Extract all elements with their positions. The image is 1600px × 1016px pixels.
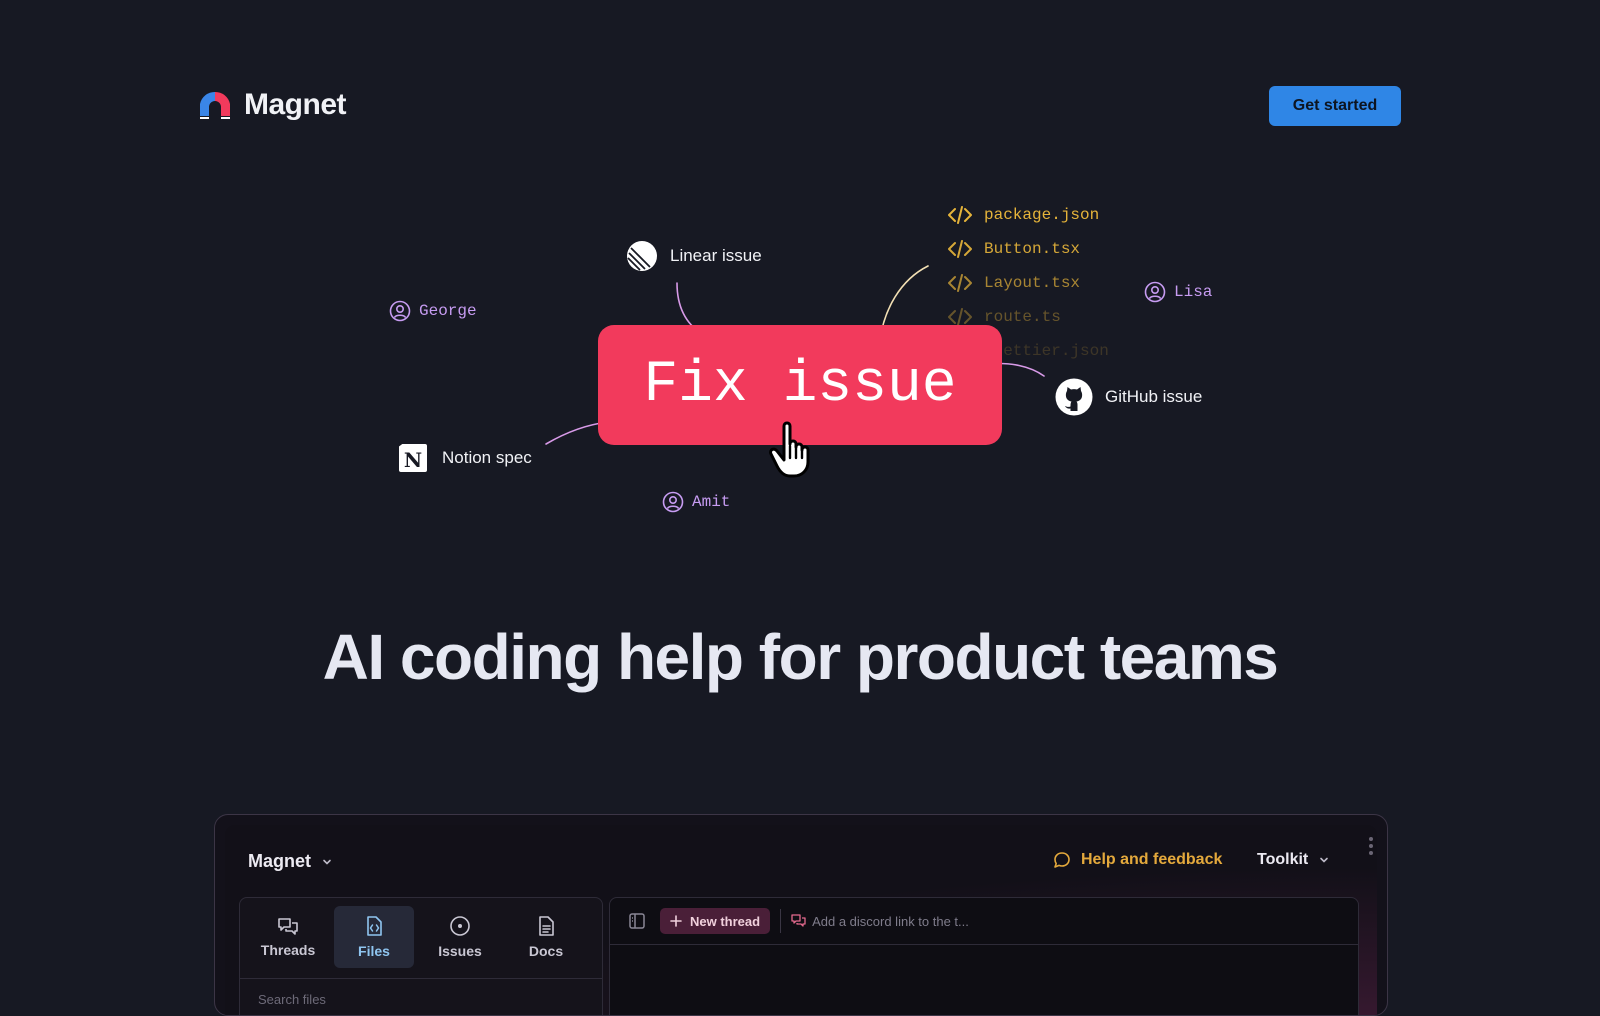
file-item: Button.tsx (948, 232, 1109, 266)
source-label: GitHub issue (1105, 387, 1203, 406)
user-circle-icon (662, 491, 684, 513)
new-thread-label: New thread (690, 913, 761, 929)
discord-link-input[interactable]: Add a discord link to the t... (791, 914, 969, 929)
file-name: Layout.tsx (984, 274, 1081, 292)
sidebar-tabs: Threads Files Issues Docs (240, 898, 602, 968)
code-brackets-icon (948, 206, 972, 224)
thread-toolbar: New thread Add a discord link to the t..… (610, 898, 1358, 945)
sidebar-panel: Threads Files Issues Docs Search files (239, 897, 603, 1015)
tab-issues[interactable]: Issues (420, 906, 500, 968)
app-preview: Magnet Help and feedback Toolkit Threads… (214, 814, 1388, 1016)
user-circle-icon (1144, 281, 1166, 303)
tab-label: Issues (438, 943, 482, 959)
workspace-name: Magnet (248, 851, 311, 871)
file-list: package.json Button.tsx Layout.tsx route… (948, 198, 1109, 368)
source-label: Notion spec (442, 448, 532, 467)
notion-logo-icon: N (397, 442, 429, 474)
fix-issue-button[interactable]: Fix issue (598, 325, 1002, 445)
chevron-down-icon (1320, 857, 1329, 863)
chat-bubbles-icon (791, 914, 806, 927)
thread-panel: New thread Add a discord link to the t..… (609, 897, 1359, 1015)
discord-placeholder: Add a discord link to the t... (812, 913, 969, 929)
source-label: Linear issue (670, 246, 762, 265)
document-icon (539, 916, 554, 936)
user-circle-icon (389, 300, 411, 322)
person-name: George (419, 302, 477, 320)
app-window: Magnet Help and feedback Toolkit Threads… (225, 825, 1377, 1015)
hero-arrows (545, 265, 1045, 445)
tab-docs[interactable]: Docs (506, 906, 586, 968)
tab-label: Docs (528, 943, 564, 959)
help-feedback-link[interactable]: Help and feedback (1053, 851, 1222, 869)
divider (240, 978, 602, 979)
file-name: package.json (984, 206, 1100, 224)
source-notion: N Notion spec (396, 441, 532, 475)
get-started-button[interactable]: Get started (1269, 86, 1401, 126)
file-code-icon (367, 916, 382, 936)
circle-dot-icon (450, 916, 470, 936)
svg-text:N: N (404, 448, 422, 472)
sidebar-toggle-icon[interactable] (628, 912, 646, 930)
file-item: package.json (948, 198, 1109, 232)
chevron-down-icon (323, 859, 331, 865)
chat-bubbles-icon (278, 918, 298, 935)
source-github: GitHub issue (1055, 378, 1202, 416)
help-label: Help and feedback (1081, 851, 1223, 868)
toolkit-label: Toolkit (1257, 851, 1309, 868)
tab-threads[interactable]: Threads (248, 906, 328, 968)
file-name: Button.tsx (984, 240, 1081, 258)
linear-logo-icon (627, 241, 657, 271)
divider (780, 909, 782, 933)
tab-files[interactable]: Files (334, 906, 414, 968)
tab-label: Threads (260, 942, 316, 958)
person-name: Amit (692, 493, 731, 511)
brand-logo[interactable]: Magnet (198, 88, 347, 122)
hero-headline: AI coding help for product teams (322, 621, 1279, 693)
person-amit: Amit (662, 491, 730, 513)
hand-pointer-cursor-icon (769, 421, 810, 478)
person-lisa: Lisa (1144, 281, 1212, 303)
tab-label: Files (358, 943, 390, 959)
toolkit-menu[interactable]: Toolkit (1257, 851, 1330, 869)
file-item: Layout.tsx (948, 266, 1109, 300)
file-name: route.ts (984, 308, 1061, 326)
new-thread-button[interactable]: New thread (660, 908, 771, 934)
file-name: prettier.json (984, 342, 1109, 360)
person-name: Lisa (1174, 283, 1213, 301)
source-linear: Linear issue (626, 240, 762, 272)
code-brackets-icon (948, 240, 972, 258)
plus-icon (670, 915, 682, 927)
file-item: route.ts (948, 300, 1109, 334)
workspace-switcher[interactable]: Magnet (248, 851, 333, 872)
scrollbar-handle[interactable] (1369, 837, 1373, 855)
code-brackets-icon (948, 308, 972, 326)
brand-name: Magnet (244, 88, 347, 121)
chat-bubble-icon (1054, 852, 1070, 868)
magnet-logo-icon (200, 91, 230, 119)
github-logo-icon (1055, 378, 1093, 416)
person-george: George (389, 300, 477, 322)
code-brackets-icon (948, 274, 972, 292)
